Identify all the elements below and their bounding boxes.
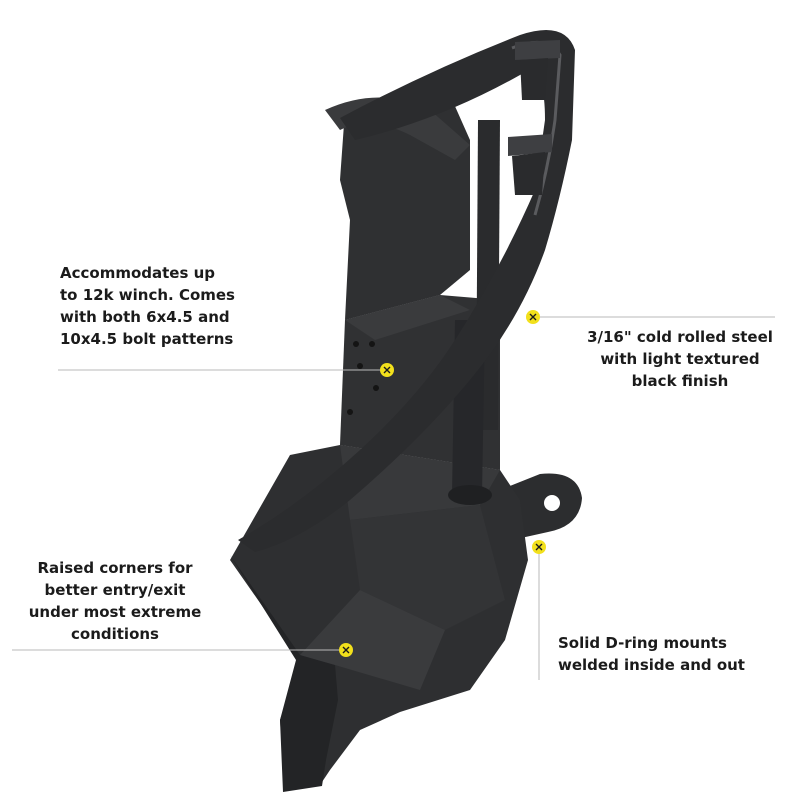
- x-circle-marker-icon: [532, 540, 546, 554]
- tube-base: [448, 485, 492, 505]
- bolt-hole: [373, 385, 379, 391]
- callout-steel-line: 3/16" cold rolled steel: [587, 328, 773, 346]
- x-circle-marker-icon: [380, 363, 394, 377]
- bolt-hole: [347, 409, 353, 415]
- x-circle-marker-icon: [526, 310, 540, 324]
- tab-bracket-upper: [520, 58, 548, 100]
- callout-winch-line: with both 6x4.5 and: [60, 308, 230, 326]
- light-tab-lower: [508, 134, 552, 156]
- callout-dring: Solid D-ring mounts welded inside and ou…: [558, 632, 745, 676]
- callout-winch-line: to 12k winch. Comes: [60, 286, 235, 304]
- d-ring-hole: [544, 495, 560, 511]
- callout-steel-line: with light textured: [600, 350, 760, 368]
- winch-plate: [345, 295, 470, 340]
- callout-corners-line: better entry/exit: [44, 581, 186, 599]
- bolt-hole: [357, 363, 363, 369]
- light-tab-upper: [515, 40, 560, 60]
- callout-dring-line: welded inside and out: [558, 656, 745, 674]
- tab-bracket-lower: [512, 152, 545, 195]
- callout-steel: 3/16" cold rolled steel with light textu…: [580, 326, 780, 392]
- callout-corners: Raised corners for better entry/exit und…: [20, 557, 210, 645]
- x-circle-marker-icon: [339, 643, 353, 657]
- bumper-facet-3: [300, 590, 445, 690]
- bumper-end-plate: [230, 555, 338, 792]
- callout-steel-line: black finish: [631, 372, 729, 390]
- callout-winch-line: Accommodates up: [60, 264, 216, 282]
- callout-winch: Accommodates up to 12k winch. Comes with…: [60, 262, 235, 350]
- callout-corners-line: Raised corners for: [37, 559, 193, 577]
- bumper-facet-2: [350, 505, 505, 630]
- callout-corners-line: conditions: [71, 625, 159, 643]
- callout-dring-line: Solid D-ring mounts: [558, 634, 727, 652]
- d-ring-mount: [505, 473, 582, 540]
- callout-corners-line: under most extreme: [28, 603, 202, 621]
- callout-winch-line: 10x4.5 bolt patterns: [60, 330, 234, 348]
- bolt-hole: [369, 341, 375, 347]
- bolt-hole: [353, 341, 359, 347]
- upper-shell: [340, 95, 470, 320]
